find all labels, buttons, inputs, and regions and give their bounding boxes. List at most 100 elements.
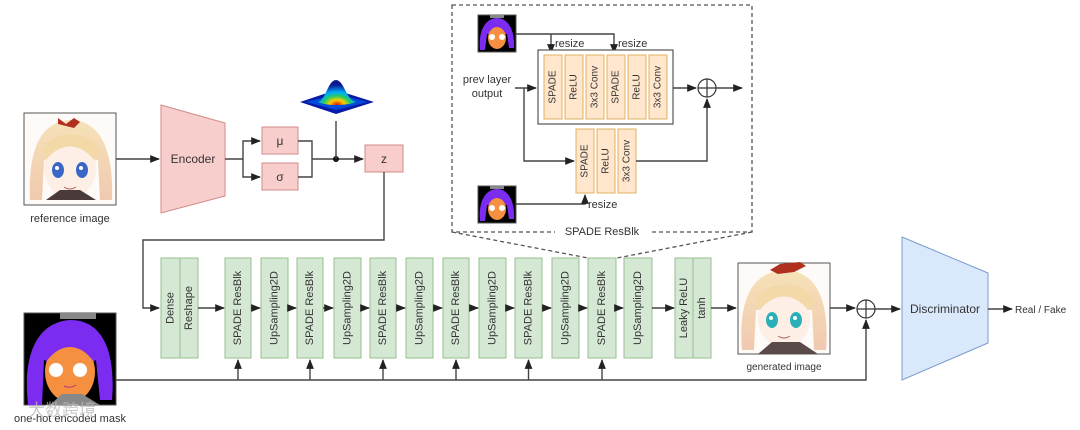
generator-block-spade-resblk-10-rect — [514, 257, 543, 359]
generator-block-leaky-relu-14-label: Leaky ReLU — [678, 278, 690, 339]
generated-image — [737, 262, 831, 355]
main-path-relu-4: ReLU — [627, 54, 647, 120]
main-path-spade-0-label: SPADE — [548, 70, 559, 103]
main-path-3x3-conv-2-label: 3x3 Conv — [590, 66, 601, 108]
main-path-3x3-conv-5-rect — [648, 54, 668, 120]
arrow-skip-to-sum — [636, 98, 711, 162]
reference-image — [23, 112, 117, 206]
generator-block-reshape-1-label: Reshape — [183, 286, 195, 330]
generator-block-upsampling2d-5: UpSampling2D — [333, 257, 362, 359]
mu-block — [261, 126, 299, 155]
main-path-spade-3-rect — [606, 54, 626, 120]
main-path-spade-3-label: SPADE — [611, 70, 622, 103]
concat-sum-icon — [856, 299, 876, 319]
generator-block-spade-resblk-2: SPADE ResBlk — [224, 257, 252, 359]
generator-block-spade-resblk-12: SPADE ResBlk — [587, 257, 617, 359]
generator-block-dense-0-label: Dense — [165, 292, 177, 324]
generator-block-upsampling2d-3-label: UpSampling2D — [269, 271, 281, 345]
generator-block-upsampling2d-11-rect — [551, 257, 580, 359]
generator-block-spade-resblk-8: SPADE ResBlk — [442, 257, 470, 359]
zoom-guide-right — [616, 231, 753, 259]
skip-path-3x3-conv-2: 3x3 Conv — [617, 128, 637, 194]
generator-block-spade-resblk-6-label: SPADE ResBlk — [377, 270, 389, 345]
generated-image-label: generated image — [746, 362, 821, 373]
generator-block-spade-resblk-10: SPADE ResBlk — [514, 257, 543, 359]
generator-block-upsampling2d-3-rect — [260, 257, 289, 359]
prev-layer-label-line1: prev layer — [463, 74, 512, 86]
main-path-relu-1-label: ReLU — [569, 74, 580, 100]
generator-block-tanh-15-label: tanh — [696, 297, 708, 318]
generator-block-upsampling2d-7-rect — [405, 257, 434, 359]
discriminator-label: Discriminator — [910, 302, 980, 316]
reference-image-label: reference image — [30, 213, 110, 225]
one-hot-mask-image — [23, 312, 117, 406]
spade-resblk-detail-frame — [451, 4, 753, 233]
resize-label-1: resize — [555, 38, 584, 50]
generator-block-reshape-1: Reshape — [179, 257, 199, 359]
arrow-z-to-dense — [142, 172, 385, 312]
generator-block-spade-resblk-4-label: SPADE ResBlk — [304, 270, 316, 345]
prev-layer-label-line2: output — [472, 88, 503, 100]
generator-block-upsampling2d-13-rect — [623, 257, 653, 359]
mu-sigma-merge-line — [298, 140, 313, 178]
generator-block-leaky-relu-14: Leaky ReLU — [674, 257, 694, 359]
mask-bus-line — [116, 319, 870, 381]
resize-arrow-to-spade-2 — [516, 33, 618, 54]
generator-block-upsampling2d-11-label: UpSampling2D — [560, 271, 572, 345]
generator-block-upsampling2d-3: UpSampling2D — [260, 257, 289, 359]
resize-label-2: resize — [618, 38, 647, 50]
main-path-relu-4-label: ReLU — [632, 74, 643, 100]
generator-block-upsampling2d-7: UpSampling2D — [405, 257, 434, 359]
arrow-encoder-to-sigma — [242, 159, 261, 181]
main-path-3x3-conv-2: 3x3 Conv — [585, 54, 605, 120]
resize-label-3: resize — [588, 199, 617, 211]
spade-skip-path: SPADE ReLU 3x3 Conv — [575, 128, 637, 194]
resize-arrow-to-skip-spade — [516, 194, 589, 205]
generator-block-upsampling2d-5-rect — [333, 257, 362, 359]
z-label: z — [381, 152, 387, 166]
skip-path-spade-0: SPADE — [575, 128, 595, 194]
main-path-spade-3: SPADE — [606, 54, 626, 120]
generator-block-upsampling2d-9-label: UpSampling2D — [487, 271, 499, 345]
generator-block-spade-resblk-10-label: SPADE ResBlk — [523, 270, 535, 345]
generator-block-upsampling2d-7-label: UpSampling2D — [414, 271, 426, 345]
generator-block-spade-resblk-8-rect — [442, 257, 470, 359]
main-path-relu-1: ReLU — [564, 54, 584, 120]
generator-block-spade-resblk-12-rect — [587, 257, 617, 359]
main-path-spade-0: SPADE — [543, 54, 563, 120]
gaussian-distribution-icon — [300, 80, 374, 114]
spade-main-path: SPADE ReLU 3x3 Conv SPADE ReLU 3x3 Conv — [543, 54, 668, 120]
z-block — [364, 144, 404, 173]
generator-block-upsampling2d-9: UpSampling2D — [478, 257, 507, 359]
main-path-3x3-conv-5-label: 3x3 Conv — [653, 66, 664, 108]
arrow-prev-to-skip — [523, 88, 575, 165]
watermark-text: 大数跨境 — [28, 401, 96, 421]
generator-block-upsampling2d-13: UpSampling2D — [623, 257, 653, 359]
main-path-3x3-conv-2-rect — [585, 54, 605, 120]
spade-resblk-title: SPADE ResBlk — [565, 226, 640, 238]
generator-block-spade-resblk-4: SPADE ResBlk — [296, 257, 324, 359]
generator-block-spade-resblk-6: SPADE ResBlk — [369, 257, 397, 359]
zoom-guide-left — [451, 231, 589, 259]
generator-blocks: Dense Reshape SPADE ResBlk UpSampling2D SPAD… — [160, 257, 712, 380]
main-path-spade-0-rect — [543, 54, 563, 120]
skip-path-spade-0-label: SPADE — [580, 144, 591, 177]
mask-image-label: one-hot encoded mask — [14, 413, 126, 425]
sigma-label: σ — [276, 170, 284, 184]
skip-path-3x3-conv-2-label: 3x3 Conv — [622, 140, 633, 182]
generator-block-tanh-15: tanh — [692, 257, 712, 359]
skip-path-spade-0-rect — [575, 128, 595, 194]
skip-path-relu-1-label: ReLU — [601, 148, 612, 174]
real-fake-output-label: Real / Fake — [1015, 305, 1067, 316]
arrow-encoder-to-mu — [225, 137, 261, 160]
generator-block-spade-resblk-8-label: SPADE ResBlk — [450, 270, 462, 345]
mask-thumbnail-top — [477, 14, 517, 53]
encoder-block — [160, 104, 226, 214]
generator-block-upsampling2d-5-label: UpSampling2D — [342, 271, 354, 345]
generator-block-upsampling2d-13-label: UpSampling2D — [632, 271, 644, 345]
main-path-relu-1-rect — [564, 54, 584, 120]
generator-block-spade-resblk-2-label: SPADE ResBlk — [232, 270, 244, 345]
generator-block-upsampling2d-11: UpSampling2D — [551, 257, 580, 359]
discriminator-block — [901, 236, 989, 381]
main-path-3x3-conv-5: 3x3 Conv — [648, 54, 668, 120]
